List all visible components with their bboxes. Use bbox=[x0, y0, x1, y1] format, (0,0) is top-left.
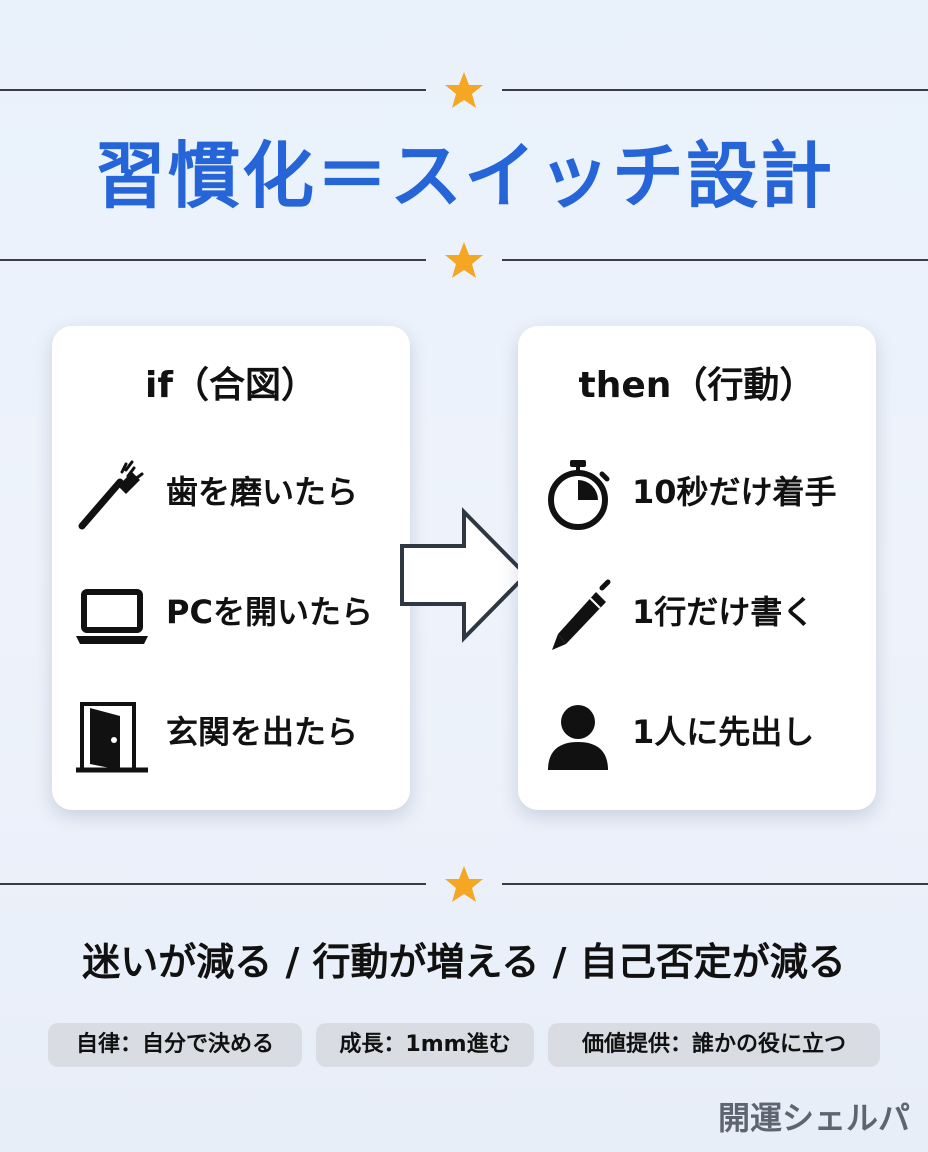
then-item-label: 1行だけ書く bbox=[632, 593, 815, 631]
laptop-icon bbox=[76, 589, 148, 644]
list-item: 10秒だけ着手 bbox=[540, 452, 870, 532]
then-card: then（行動） 10秒だけ着手 1行だけ書く 1人に先出し bbox=[518, 326, 876, 810]
pen-icon bbox=[552, 579, 611, 650]
list-item: PCを開いたら bbox=[74, 572, 404, 652]
tag-contribution: 価値提供：誰かの役に立つ bbox=[548, 1023, 880, 1067]
person-icon bbox=[548, 705, 608, 770]
door-icon bbox=[76, 702, 148, 773]
then-item-label: 1人に先出し bbox=[632, 713, 815, 751]
tag-autonomy: 自律：自分で決める bbox=[48, 1023, 302, 1067]
star-icon bbox=[445, 242, 483, 278]
tag-growth: 成長：1mm進む bbox=[316, 1023, 534, 1067]
list-item: 玄関を出たら bbox=[74, 692, 404, 773]
list-item: 歯を磨いたら bbox=[74, 452, 404, 532]
then-card-heading: then（行動） bbox=[578, 365, 816, 406]
if-item-label: 玄関を出たら bbox=[166, 713, 359, 751]
if-item-label: PCを開いたら bbox=[166, 593, 373, 631]
if-item-label: 歯を磨いたら bbox=[166, 473, 359, 511]
title-divider bbox=[0, 240, 928, 280]
star-icon bbox=[445, 72, 483, 108]
star-icon bbox=[445, 866, 483, 902]
if-card-heading: if（合図） bbox=[144, 365, 317, 406]
arrow-right-icon bbox=[400, 507, 529, 643]
brand-name: 開運シェルパ bbox=[717, 1099, 910, 1137]
top-divider bbox=[0, 70, 928, 110]
bottom-divider bbox=[0, 864, 928, 904]
toothbrush-icon bbox=[78, 460, 144, 530]
stopwatch-icon bbox=[548, 460, 610, 530]
list-item: 1行だけ書く bbox=[540, 572, 870, 652]
page-title: 習慣化＝スイッチ設計 bbox=[93, 134, 834, 218]
then-item-label: 10秒だけ着手 bbox=[632, 473, 837, 511]
if-card: if（合図） 歯を磨いたら PCを開いたら 玄関を出たら bbox=[52, 326, 410, 810]
summary-text: 迷いが減る / 行動が増える / 自己否定が減る bbox=[82, 940, 846, 984]
list-item: 1人に先出し bbox=[540, 692, 870, 772]
